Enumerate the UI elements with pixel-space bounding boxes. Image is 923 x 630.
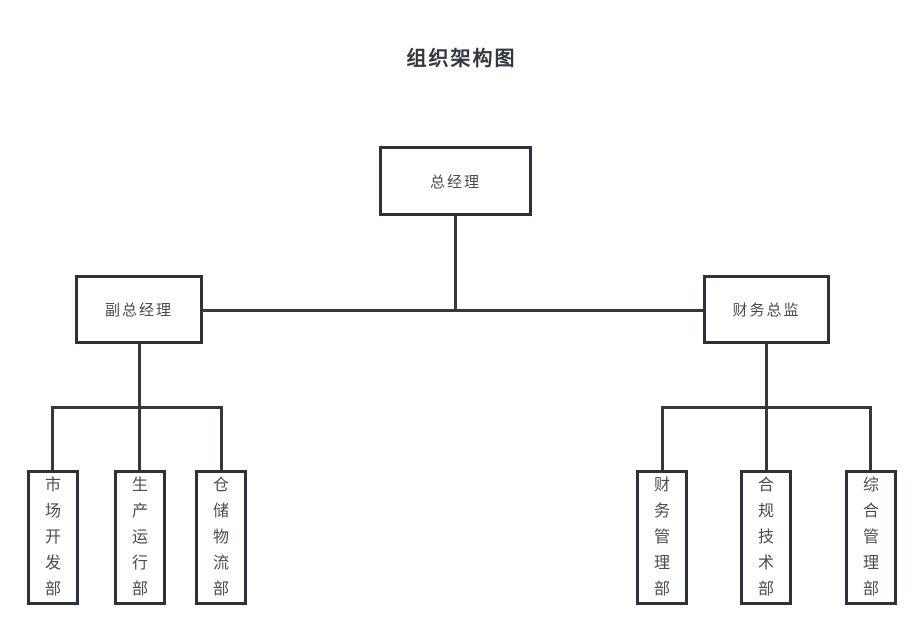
node-general-administration-dept: 综合管理部 [845, 470, 897, 605]
node-label: 总经理 [429, 173, 481, 191]
connector-right-horizontal [661, 406, 872, 409]
connector-main-horizontal [203, 309, 703, 312]
node-market-development-dept: 市场开发部 [27, 470, 79, 605]
node-financial-management-dept: 财务管理部 [636, 470, 688, 605]
node-label: 财务总监 [732, 302, 801, 319]
node-finance-director: 财务总监 [703, 275, 830, 344]
node-label: 市场开发部 [44, 476, 61, 598]
node-deputy-general-manager: 副总经理 [75, 275, 203, 344]
node-label: 财务管理部 [653, 476, 670, 598]
connector-right-dept1-drop [661, 406, 664, 470]
chart-title: 组织架构图 [406, 48, 517, 70]
node-label: 综合管理部 [862, 476, 879, 598]
node-label: 副总经理 [104, 302, 173, 319]
node-compliance-technology-dept: 合规技术部 [740, 470, 792, 605]
node-warehouse-logistics-dept: 仓储物流部 [195, 470, 247, 605]
node-production-operations-dept: 生产运行部 [114, 470, 166, 605]
connector-left-dept1-drop [51, 406, 54, 470]
node-label: 合规技术部 [757, 476, 774, 598]
node-label: 生产运行部 [131, 476, 148, 598]
connector-left-dept3-drop [220, 406, 223, 470]
node-general-manager: 总经理 [379, 146, 532, 216]
connector-root-drop [454, 216, 457, 312]
node-label: 仓储物流部 [212, 476, 229, 598]
connector-right-dept3-drop [869, 406, 872, 470]
connector-left-horizontal [51, 406, 223, 409]
